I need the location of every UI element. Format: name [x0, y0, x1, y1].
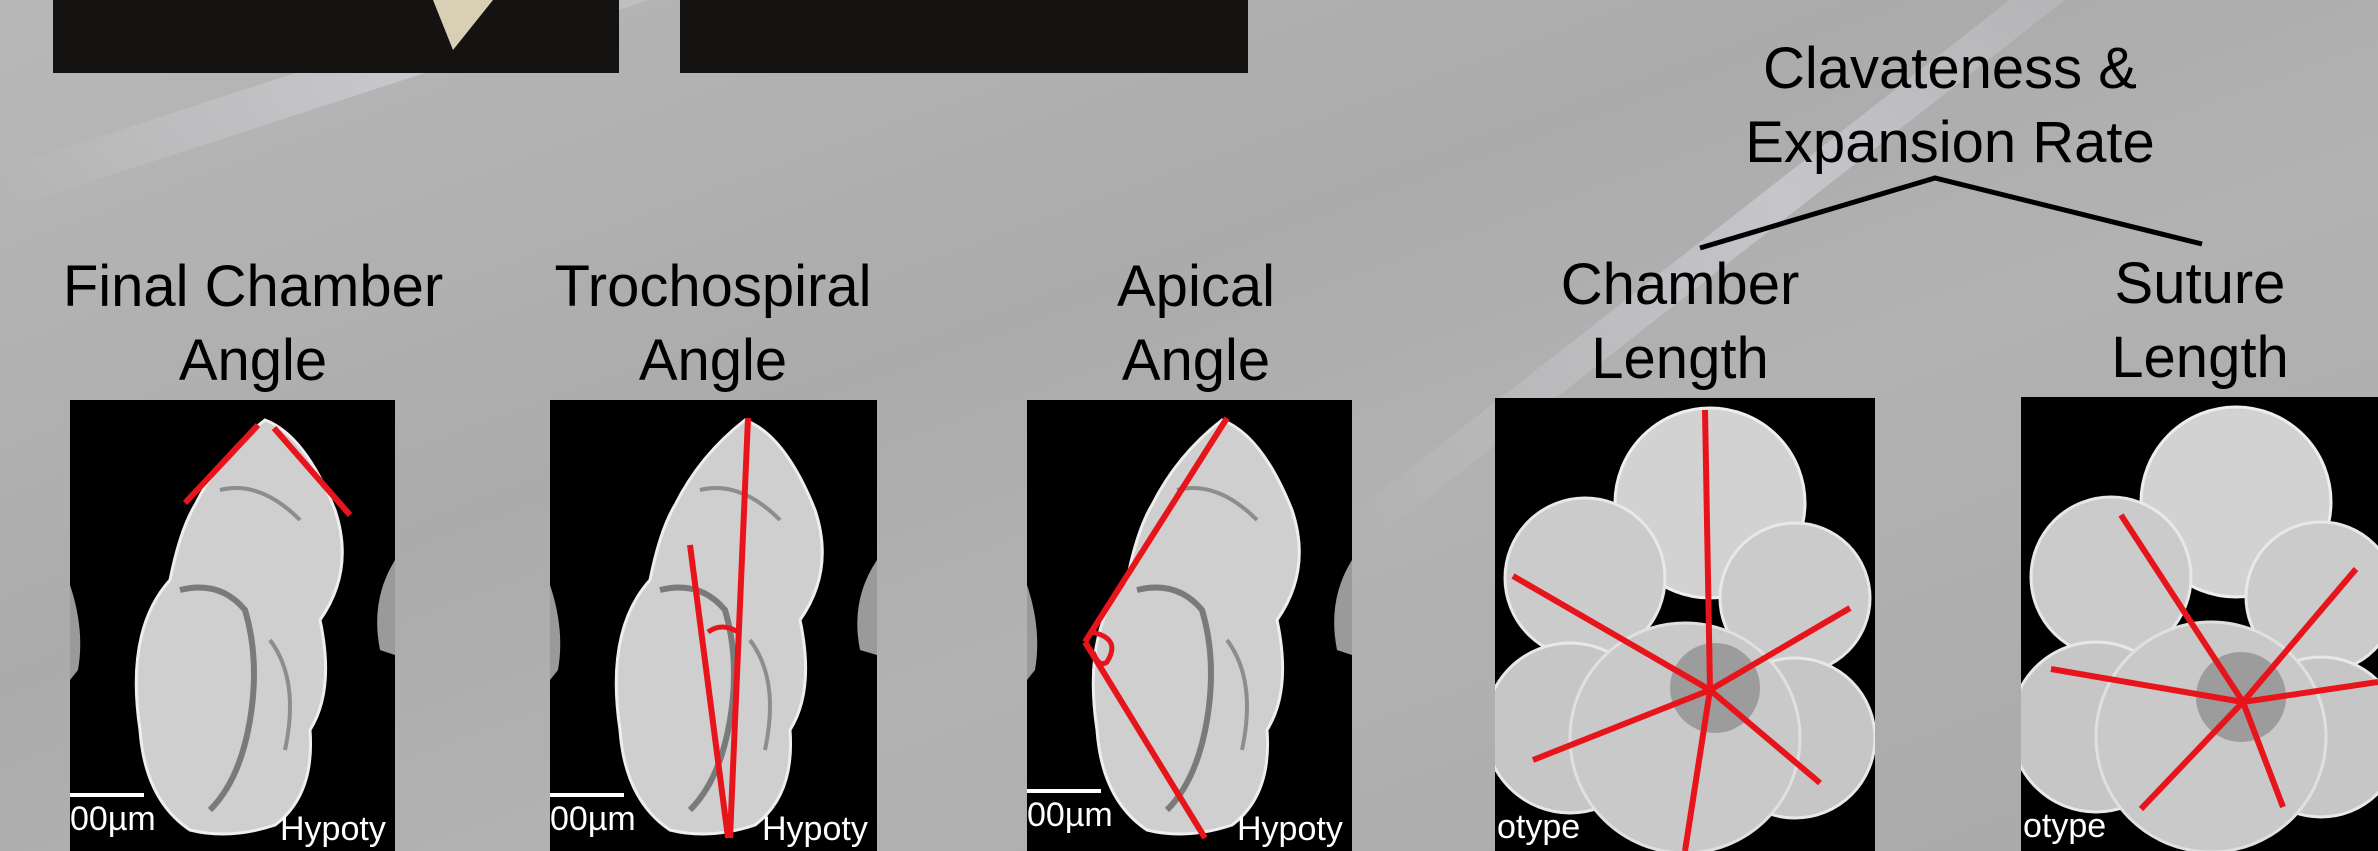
specimen-panel-apical-angle: 00µm Hypoty [1027, 400, 1352, 851]
specimen-caption: Hypoty [1237, 810, 1343, 848]
bracket-title-line1: Clavateness & [1700, 32, 2200, 106]
panel-title-line2: Length [2050, 321, 2350, 395]
panel-title-line2: Angle [503, 324, 923, 398]
specimen-image [2021, 397, 2378, 851]
scale-bar [1027, 789, 1101, 793]
panel-title-line2: Angle [23, 324, 483, 398]
specimen-image [550, 400, 877, 851]
specimen-caption: otype [1497, 808, 1580, 846]
specimen-image [1027, 400, 1352, 851]
bracket-title: Clavateness & Expansion Rate [1700, 32, 2200, 180]
scale-bar [550, 793, 624, 797]
specimen-panel-final-chamber-angle: 00µm Hypoty [70, 400, 395, 851]
panel-title-suture-length: Suture Length [2050, 247, 2350, 395]
panel-title-line1: Trochospiral [503, 250, 923, 324]
specimen-image [70, 400, 395, 851]
bracket-title-line2: Expansion Rate [1700, 106, 2200, 180]
panel-title-line1: Final Chamber [23, 250, 483, 324]
panel-title-line2: Angle [1046, 324, 1346, 398]
specimen-panel-chamber-length: otype [1495, 398, 1875, 851]
scale-label: 00µm [550, 800, 636, 838]
panel-title-final-chamber: Final Chamber Angle [23, 250, 483, 398]
panel-title-line1: Suture [2050, 247, 2350, 321]
specimen-caption: otype [2023, 807, 2106, 845]
specimen-caption: Hypoty [280, 810, 386, 848]
panel-title-line1: Chamber [1500, 248, 1860, 322]
panel-title-apical: Apical Angle [1046, 250, 1346, 398]
panel-title-line2: Length [1500, 322, 1860, 396]
panel-title-line1: Apical [1046, 250, 1346, 324]
scale-bar [70, 793, 144, 797]
panel-title-chamber-length: Chamber Length [1500, 248, 1860, 396]
top-photo-left [53, 0, 619, 73]
top-photo-right [680, 0, 1248, 73]
specimen-caption: Hypoty [762, 810, 868, 848]
specimen-panel-trochospiral-angle: 00µm Hypoty [550, 400, 877, 851]
specimen-image [1495, 398, 1875, 851]
scale-label: 00µm [70, 800, 156, 838]
scale-label: 00µm [1027, 796, 1113, 834]
specimen-panel-suture-length: otype [2021, 397, 2378, 851]
panel-title-trochospiral: Trochospiral Angle [503, 250, 923, 398]
